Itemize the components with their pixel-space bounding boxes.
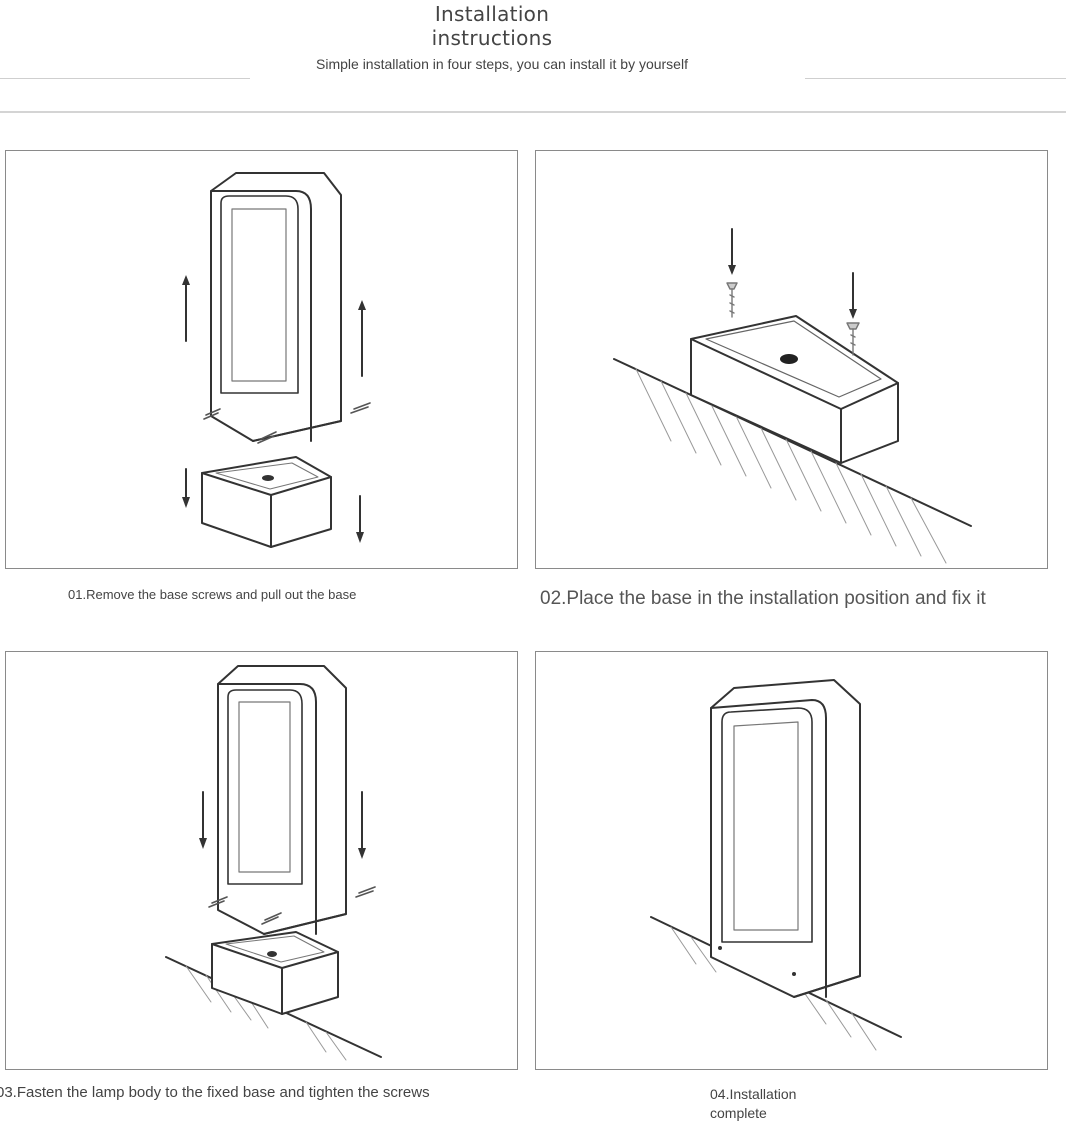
lamp-body-illustration: [210, 172, 342, 442]
header-rule-right: [805, 78, 1066, 79]
page-subtitle: Simple installation in four steps, you c…: [316, 56, 688, 72]
step-1-illustration: [5, 150, 518, 569]
base-illustration: [201, 456, 332, 548]
header-rule-left: [0, 78, 250, 79]
ground-illustration: [613, 358, 972, 564]
down-arrow-left-icon: [199, 791, 207, 849]
step-3-illustration: [5, 651, 518, 1070]
down-arrow-right-icon: [358, 791, 366, 859]
header-divider: [0, 111, 1066, 113]
down-arrow-left-icon: [182, 468, 190, 508]
screw-icons: [208, 886, 376, 925]
screw-icons: [726, 282, 860, 356]
step-4-caption: 04.Installation complete: [710, 1086, 797, 1121]
screw-icons: [203, 402, 371, 444]
lamp-body-illustration: [710, 679, 861, 998]
step-2-caption: 02.Place the base in the installation po…: [540, 588, 986, 609]
down-arrow-right-icon: [356, 495, 364, 543]
step-3-caption: 03.Fasten the lamp body to the fixed bas…: [0, 1084, 430, 1101]
up-arrow-right-icon: [358, 300, 366, 377]
step-4-illustration: [535, 651, 1048, 1070]
down-arrow-left-icon: [728, 228, 736, 275]
base-illustration: [211, 931, 339, 1015]
page-title-line-2: instructions: [431, 26, 553, 50]
down-arrow-right-icon: [849, 272, 857, 319]
step-1-caption: 01.Remove the base screws and pull out t…: [68, 587, 357, 602]
lamp-body-illustration: [217, 665, 347, 935]
page-title-line-1: Installation: [434, 2, 550, 26]
page-title: Installation instructions: [0, 2, 984, 50]
step-2-illustration: [535, 150, 1048, 569]
base-illustration: [690, 315, 899, 464]
up-arrow-left-icon: [182, 275, 190, 342]
